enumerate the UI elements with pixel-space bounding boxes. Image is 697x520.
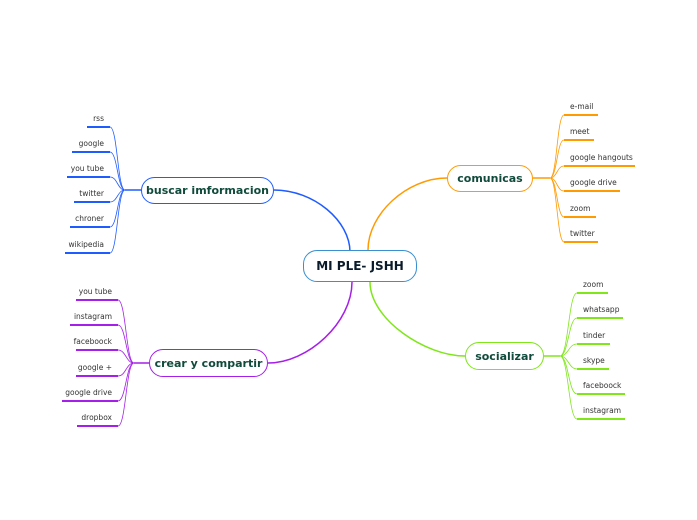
subtopic-crear[interactable]: faceboock xyxy=(73,337,112,346)
leaf-connector xyxy=(109,176,126,191)
subtopic-comunicas[interactable]: e-mail xyxy=(570,102,594,111)
leaf-connector xyxy=(559,343,578,357)
leaf-connector xyxy=(117,349,135,364)
topic-label: comunicas xyxy=(457,172,523,185)
leaf-connector xyxy=(559,292,578,357)
subtopic-buscar[interactable]: you tube xyxy=(70,164,104,173)
leaf-connector xyxy=(549,165,565,179)
leaf-connector xyxy=(109,189,126,254)
subtopic-crear[interactable]: google + xyxy=(77,363,112,372)
crear-main-connector xyxy=(267,281,353,364)
subtopic-crear[interactable]: instagram xyxy=(73,312,112,321)
leaf-connector xyxy=(549,177,565,243)
subtopic-socializar[interactable]: tinder xyxy=(583,331,606,340)
leaf-connector xyxy=(559,317,578,357)
subtopic-comunicas[interactable]: zoom xyxy=(570,204,591,213)
leaf-connector xyxy=(549,139,565,179)
leaf-connector xyxy=(109,151,126,191)
leaf-connector xyxy=(117,299,135,364)
topic-buscar[interactable]: buscar imformacion xyxy=(141,177,274,204)
subtopic-comunicas[interactable]: google drive xyxy=(570,178,617,187)
topic-crear[interactable]: crear y compartir xyxy=(149,349,268,377)
topic-comunicas[interactable]: comunicas xyxy=(447,165,533,192)
leaf-connector xyxy=(117,362,135,427)
topic-socializar[interactable]: socializar xyxy=(465,342,544,370)
buscar-main-connector xyxy=(273,189,351,253)
topic-label: socializar xyxy=(475,349,534,363)
topic-label: buscar imformacion xyxy=(145,184,269,197)
subtopic-buscar[interactable]: rss xyxy=(93,114,104,123)
comunicas-main-connector xyxy=(367,177,448,251)
subtopic-comunicas[interactable]: twitter xyxy=(570,229,595,238)
subtopic-crear[interactable]: dropbox xyxy=(81,413,112,422)
leaf-connector xyxy=(109,126,126,191)
leaf-connector xyxy=(117,324,135,364)
subtopic-socializar[interactable]: skype xyxy=(583,356,605,365)
subtopic-buscar[interactable]: wikipedia xyxy=(68,240,104,249)
subtopic-buscar[interactable]: google xyxy=(78,139,104,148)
subtopic-socializar[interactable]: whatsapp xyxy=(583,305,620,314)
subtopic-crear[interactable]: you tube xyxy=(78,287,112,296)
leaf-connector xyxy=(549,114,565,179)
subtopic-comunicas[interactable]: google hangouts xyxy=(570,153,633,162)
subtopic-buscar[interactable]: chroner xyxy=(75,214,104,223)
subtopic-buscar[interactable]: twitter xyxy=(79,189,104,198)
central-topic[interactable]: MI PLE- JSHH xyxy=(303,250,417,282)
topic-label: crear y compartir xyxy=(154,356,263,370)
central-topic-label: MI PLE- JSHH xyxy=(316,259,404,273)
subtopic-comunicas[interactable]: meet xyxy=(570,127,590,136)
socializar-main-connector xyxy=(369,281,466,357)
leaf-connector xyxy=(559,355,578,420)
subtopic-socializar[interactable]: faceboock xyxy=(583,381,622,390)
subtopic-socializar[interactable]: zoom xyxy=(583,280,604,289)
subtopic-socializar[interactable]: instagram xyxy=(583,406,622,415)
subtopic-crear[interactable]: google drive xyxy=(65,388,112,397)
